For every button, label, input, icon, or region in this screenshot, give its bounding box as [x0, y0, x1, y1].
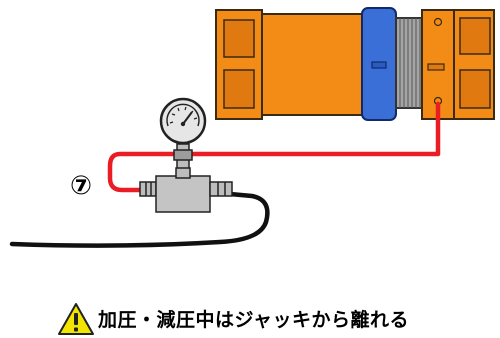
- jack-collar-slot: [371, 61, 387, 69]
- gauge-needle: [182, 111, 193, 125]
- pressure-gauge: [159, 97, 207, 179]
- jack-left-cap-window-bottom: [223, 69, 255, 109]
- manifold-left-fitting: [139, 181, 157, 197]
- caution-text: 加圧・減圧中はジャッキから離れる: [98, 308, 410, 331]
- gauge-face: [159, 97, 207, 145]
- jack-left-cap-window-top: [223, 19, 255, 58]
- jack-right-cap-slot: [427, 63, 445, 71]
- black-hose: [9, 191, 270, 248]
- jack-main-body: [261, 13, 363, 116]
- caution-notice: 加圧・減圧中はジャッキから離れる: [98, 300, 409, 336]
- red-hose: [107, 101, 441, 193]
- jack-thread-lines: [399, 18, 421, 108]
- step-number: ⑦: [69, 171, 92, 201]
- gauge-needle-hub: [180, 121, 186, 127]
- gauge-stem-nut: [173, 149, 193, 161]
- jack-port-top: [433, 17, 443, 27]
- jack-end-window-top: [459, 17, 491, 55]
- manifold-top-fitting: [175, 167, 191, 179]
- gauge-scale: [166, 103, 200, 127]
- warning-triangle-icon: [58, 303, 94, 335]
- manifold: [139, 167, 233, 213]
- jack-end-window-bottom: [459, 69, 491, 109]
- hydraulic-jack: [215, 7, 495, 121]
- manifold-right-fitting: [209, 181, 233, 197]
- manifold-block: [155, 175, 211, 213]
